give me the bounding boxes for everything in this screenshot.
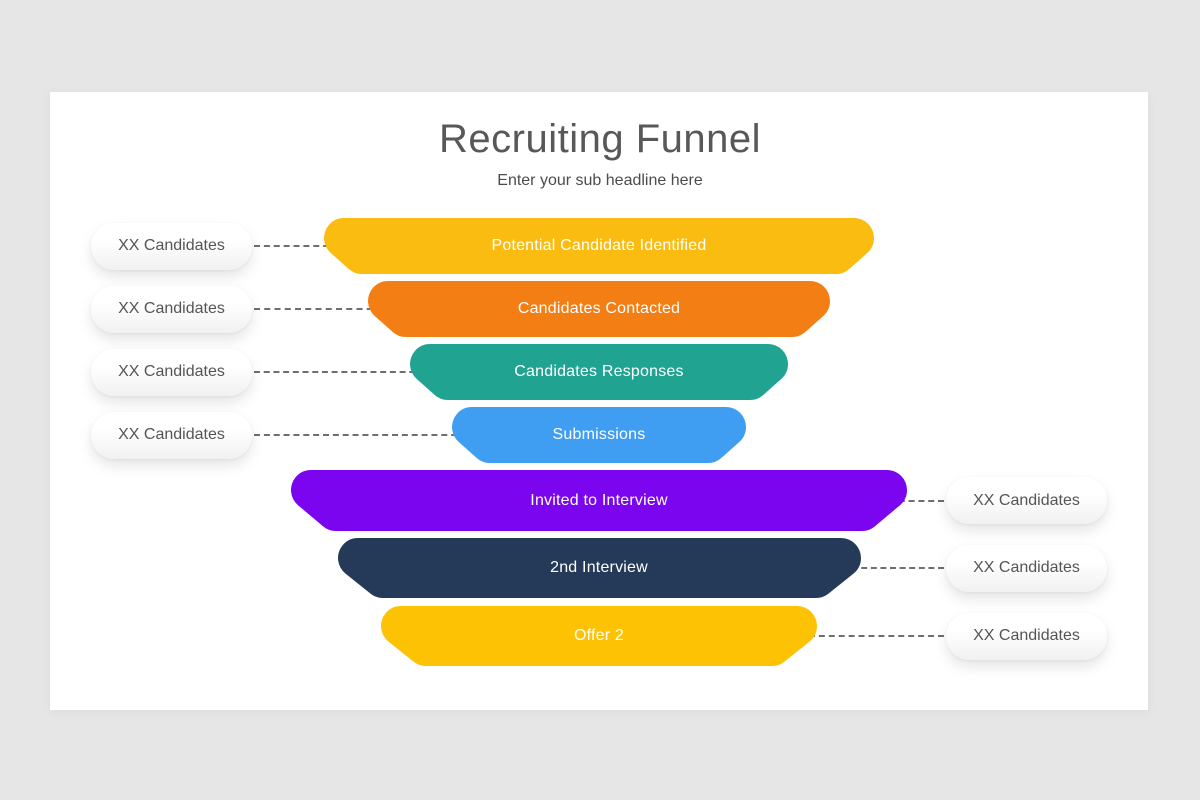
candidate-count-pill-right-6: XX Candidates [946,544,1107,592]
funnel-stage-label: Candidates Contacted [517,300,681,317]
funnel-stage-label: 2nd Interview [550,559,648,576]
funnel-stage-candidates-contacted: Candidates Contacted [368,281,830,337]
candidate-count-label: XX Candidates [973,559,1080,576]
funnel-stage-label: Submissions [552,426,646,443]
connector-dashed-line [254,371,425,373]
funnel-stage-2nd-interview: 2nd Interview [337,538,861,598]
funnel-stage-shape [368,281,830,337]
candidate-count-label: XX Candidates [973,491,1080,509]
funnel-stage-shape [324,218,874,274]
funnel-stage-label: Potential Candidate Identified [491,237,707,254]
funnel-stage-shape [381,606,817,666]
funnel-stage-shape [291,470,907,531]
candidate-count-label: XX Candidates [118,363,225,380]
candidate-count-pill-left-4: XX Candidates [91,411,252,459]
candidate-count-pill-left-3: XX Candidates [91,348,252,396]
funnel-stage-submissions: Submissions [452,407,746,463]
funnel-stage-invited-to-interview: Invited to Interview [291,470,907,531]
candidate-count-pill-right-5: XX Candidates [946,477,1107,524]
page-subtitle: Enter your sub headline here [497,172,703,189]
candidate-count-label: XX Candidates [118,426,225,443]
candidate-count-label: XX Candidates [118,237,225,254]
candidate-count-label: XX Candidates [118,300,225,317]
funnel-stage-shape [337,538,861,598]
funnel-stage-shape [410,344,788,400]
funnel-stage-shape [452,407,746,463]
funnel-stage-potential-candidate-identified: Potential Candidate Identified [324,218,874,274]
funnel-stage-label: Offer 2 [573,627,625,644]
funnel-stage-offer-2: Offer 2 [381,606,817,666]
candidate-count-pill-left-2: XX Candidates [91,285,252,333]
candidate-count-pill-right-7: XX Candidates [946,612,1107,660]
connector-dashed-line [798,635,944,637]
candidate-count-pill-left-1: XX Candidates [91,222,252,270]
connector-dashed-line [254,434,467,436]
connector-dashed-line [842,567,944,569]
connector-dashed-line [254,308,383,310]
connector-dashed-line [254,245,339,247]
page-title: Recruiting Funnel [439,117,761,161]
funnel-stage-label: Candidates Responses [514,363,684,380]
funnel-stage-candidates-responses: Candidates Responses [410,344,788,400]
connector-dashed-line [888,499,944,502]
candidate-count-label: XX Candidates [973,627,1080,644]
funnel-stage-label: Invited to Interview [530,491,668,509]
